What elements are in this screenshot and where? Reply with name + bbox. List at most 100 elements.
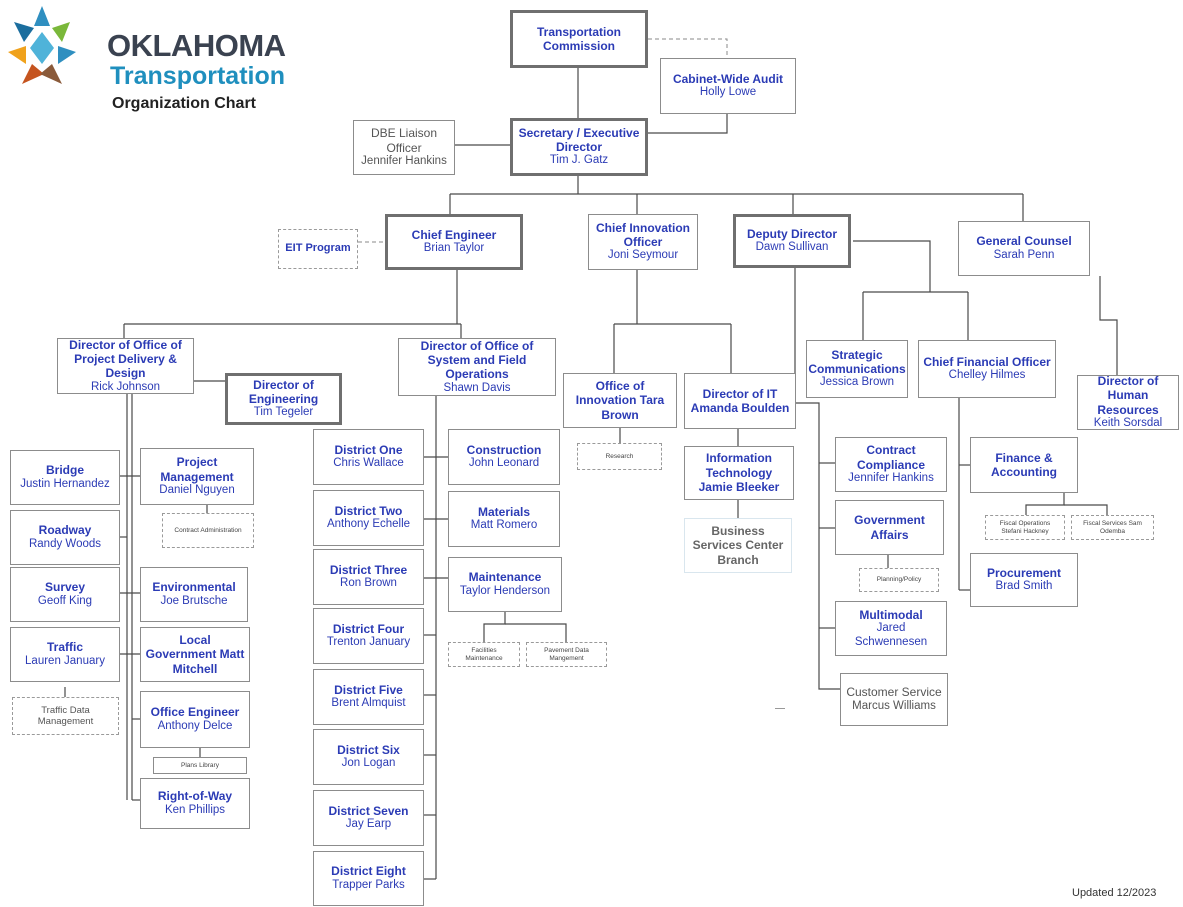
node-title: Director of Engineering [248, 377, 319, 407]
node-cfo: Chief Financial Officer Chelley Hilmes [918, 340, 1056, 398]
node-contract-compliance: Contract Compliance Jennifer Hankins [835, 437, 947, 492]
node-bridge: Bridge Justin Hernandez [10, 450, 120, 505]
node-title: Traffic [46, 640, 83, 655]
node-traffic-data-management: Traffic Data Management [12, 697, 119, 735]
node-research: Research [577, 443, 662, 470]
node-title: Chief Financial Officer [923, 354, 1051, 369]
node-name: Jon Logan [341, 757, 396, 770]
node-survey: Survey Geoff King [10, 567, 120, 622]
node-title: Survey [44, 580, 86, 595]
node-local-government: Local Government Matt Mitchell [140, 627, 250, 682]
node-title: Director of IT Amanda Boulden [690, 386, 790, 415]
brand-oklahoma: OKLAHOMA [107, 28, 286, 63]
node-title: Deputy Director [746, 226, 838, 241]
node-title: District Two [334, 503, 403, 518]
node-title: District Five [334, 682, 403, 697]
node-name: Lauren January [25, 654, 105, 667]
updated-date: Updated 12/2023 [1072, 887, 1157, 899]
chart-subtitle: Organization Chart [112, 95, 257, 112]
node-secretary: Secretary / Executive Director Tim J. Ga… [510, 118, 648, 176]
node-title: Government Affairs [854, 513, 925, 542]
node-district-seven: District Seven Jay Earp [313, 790, 424, 846]
node-roadway: Roadway Randy Woods [10, 510, 120, 565]
node-cabinet-wide-audit: Cabinet-Wide Audit Holly Lowe [660, 58, 796, 114]
node-chief-innovation: Chief Innovation Officer Joni Seymour [588, 214, 698, 270]
node-title: General Counsel [976, 234, 1072, 249]
node-name: Jay Earp [345, 818, 392, 831]
node-name: John Leonard [468, 457, 540, 470]
node-title: Director of Office of System and Field O… [420, 338, 534, 382]
node-title: Transportation Commission [536, 24, 621, 53]
node-title: District One [334, 442, 403, 457]
node-title: Project Management [160, 455, 234, 484]
node-title: Maintenance [468, 570, 542, 585]
node-name: Tim Tegeler [253, 406, 314, 419]
node-title: Construction [466, 442, 542, 457]
node-title: Customer Service [846, 685, 942, 700]
node-dir-project-delivery: Director of Office of Project Delivery &… [57, 338, 194, 394]
node-name: Trenton January [326, 636, 411, 649]
node-strategic-communications: Strategic Communications Jessica Brown [806, 340, 908, 398]
node-name: Daniel Nguyen [159, 483, 235, 496]
node-finance-accounting: Finance & Accounting [970, 437, 1078, 493]
node-name: Randy Woods [28, 537, 102, 550]
node-name: Pavement Data Mangement [544, 646, 589, 662]
node-name: Chris Wallace [333, 457, 404, 470]
node-director-it: Director of IT Amanda Boulden [684, 373, 796, 429]
node-title: District Six [337, 742, 400, 757]
node-title: Contract Compliance [856, 443, 925, 472]
node-name: Jessica Brown [819, 376, 895, 389]
node-dir-engineering: Director of Engineering Tim Tegeler [225, 373, 342, 425]
node-title: Environmental [152, 580, 236, 595]
node-title: Office of Innovation Tara Brown [575, 378, 665, 422]
node-office-engineer: Office Engineer Anthony Delce [140, 691, 250, 748]
node-dir-human-resources: Director of Human Resources Keith Sorsda… [1077, 374, 1179, 430]
node-traffic: Traffic Lauren January [10, 627, 120, 682]
node-maintenance: Maintenance Taylor Henderson [448, 557, 562, 612]
node-eit-program: EIT Program [278, 229, 358, 269]
node-deputy-director: Deputy Director Dawn Sullivan [733, 214, 851, 268]
node-project-management: Project Management Daniel Nguyen [140, 448, 254, 505]
node-dir-system-field: Director of Office of System and Field O… [398, 338, 556, 396]
node-name: Brent Almquist [331, 697, 406, 710]
stray-mark [775, 708, 785, 709]
node-name: Jennifer Hankins [848, 471, 934, 484]
node-name: Chelley Hilmes [948, 369, 1026, 382]
node-right-of-way: Right-of-Way Ken Phillips [140, 778, 250, 829]
node-facilities-maintenance: Facilities Maintenance [448, 642, 520, 667]
node-district-eight: District Eight Trapper Parks [313, 851, 424, 906]
node-title: District Seven [328, 803, 409, 818]
node-name: Fiscal Services Sam Odemba [1083, 519, 1142, 535]
node-pavement-data: Pavement Data Mangement [526, 642, 607, 667]
node-title: Materials [477, 504, 531, 519]
node-name: Holly Lowe [699, 86, 757, 99]
node-title: Director of Human Resources [1097, 374, 1159, 417]
node-fiscal-services: Fiscal Services Sam Odemba [1071, 515, 1154, 540]
node-name: Shawn Davis [443, 381, 511, 394]
node-planning-policy: Planning/Policy [859, 568, 939, 592]
node-name: Jennifer Hankins [361, 154, 447, 167]
node-name: Contract Administration [174, 526, 242, 534]
node-name: Taylor Henderson [459, 584, 551, 597]
node-title: Local Government Matt Mitchell [145, 632, 245, 676]
node-multimodal: Multimodal Jared Schwennesen [835, 601, 947, 656]
node-title: Bridge [45, 463, 84, 478]
node-materials: Materials Matt Romero [448, 491, 560, 547]
node-district-one: District One Chris Wallace [313, 429, 424, 485]
node-business-services: Business Services Center Branch [684, 518, 792, 573]
node-title: Right-of-Way [157, 789, 233, 804]
oklahoma-star-logo [8, 6, 76, 84]
node-name: Marcus Williams [852, 699, 936, 712]
node-name: Joe Brutsche [160, 594, 228, 607]
node-transportation-commission: Transportation Commission [510, 10, 648, 68]
node-title: Roadway [38, 523, 92, 538]
node-title: Strategic Communications [808, 347, 906, 377]
node-name: Traffic Data Management [37, 704, 94, 727]
node-title: Finance & Accounting [991, 450, 1057, 479]
node-name: Keith Sorsdal [1093, 417, 1163, 430]
node-name: Brian Taylor [423, 242, 485, 255]
node-general-counsel: General Counsel Sarah Penn [958, 221, 1090, 276]
node-government-affairs: Government Affairs [835, 500, 944, 555]
node-office-innovation: Office of Innovation Tara Brown [563, 373, 677, 428]
node-fiscal-operations: Fiscal Operations Stefani Hackney [985, 515, 1065, 540]
